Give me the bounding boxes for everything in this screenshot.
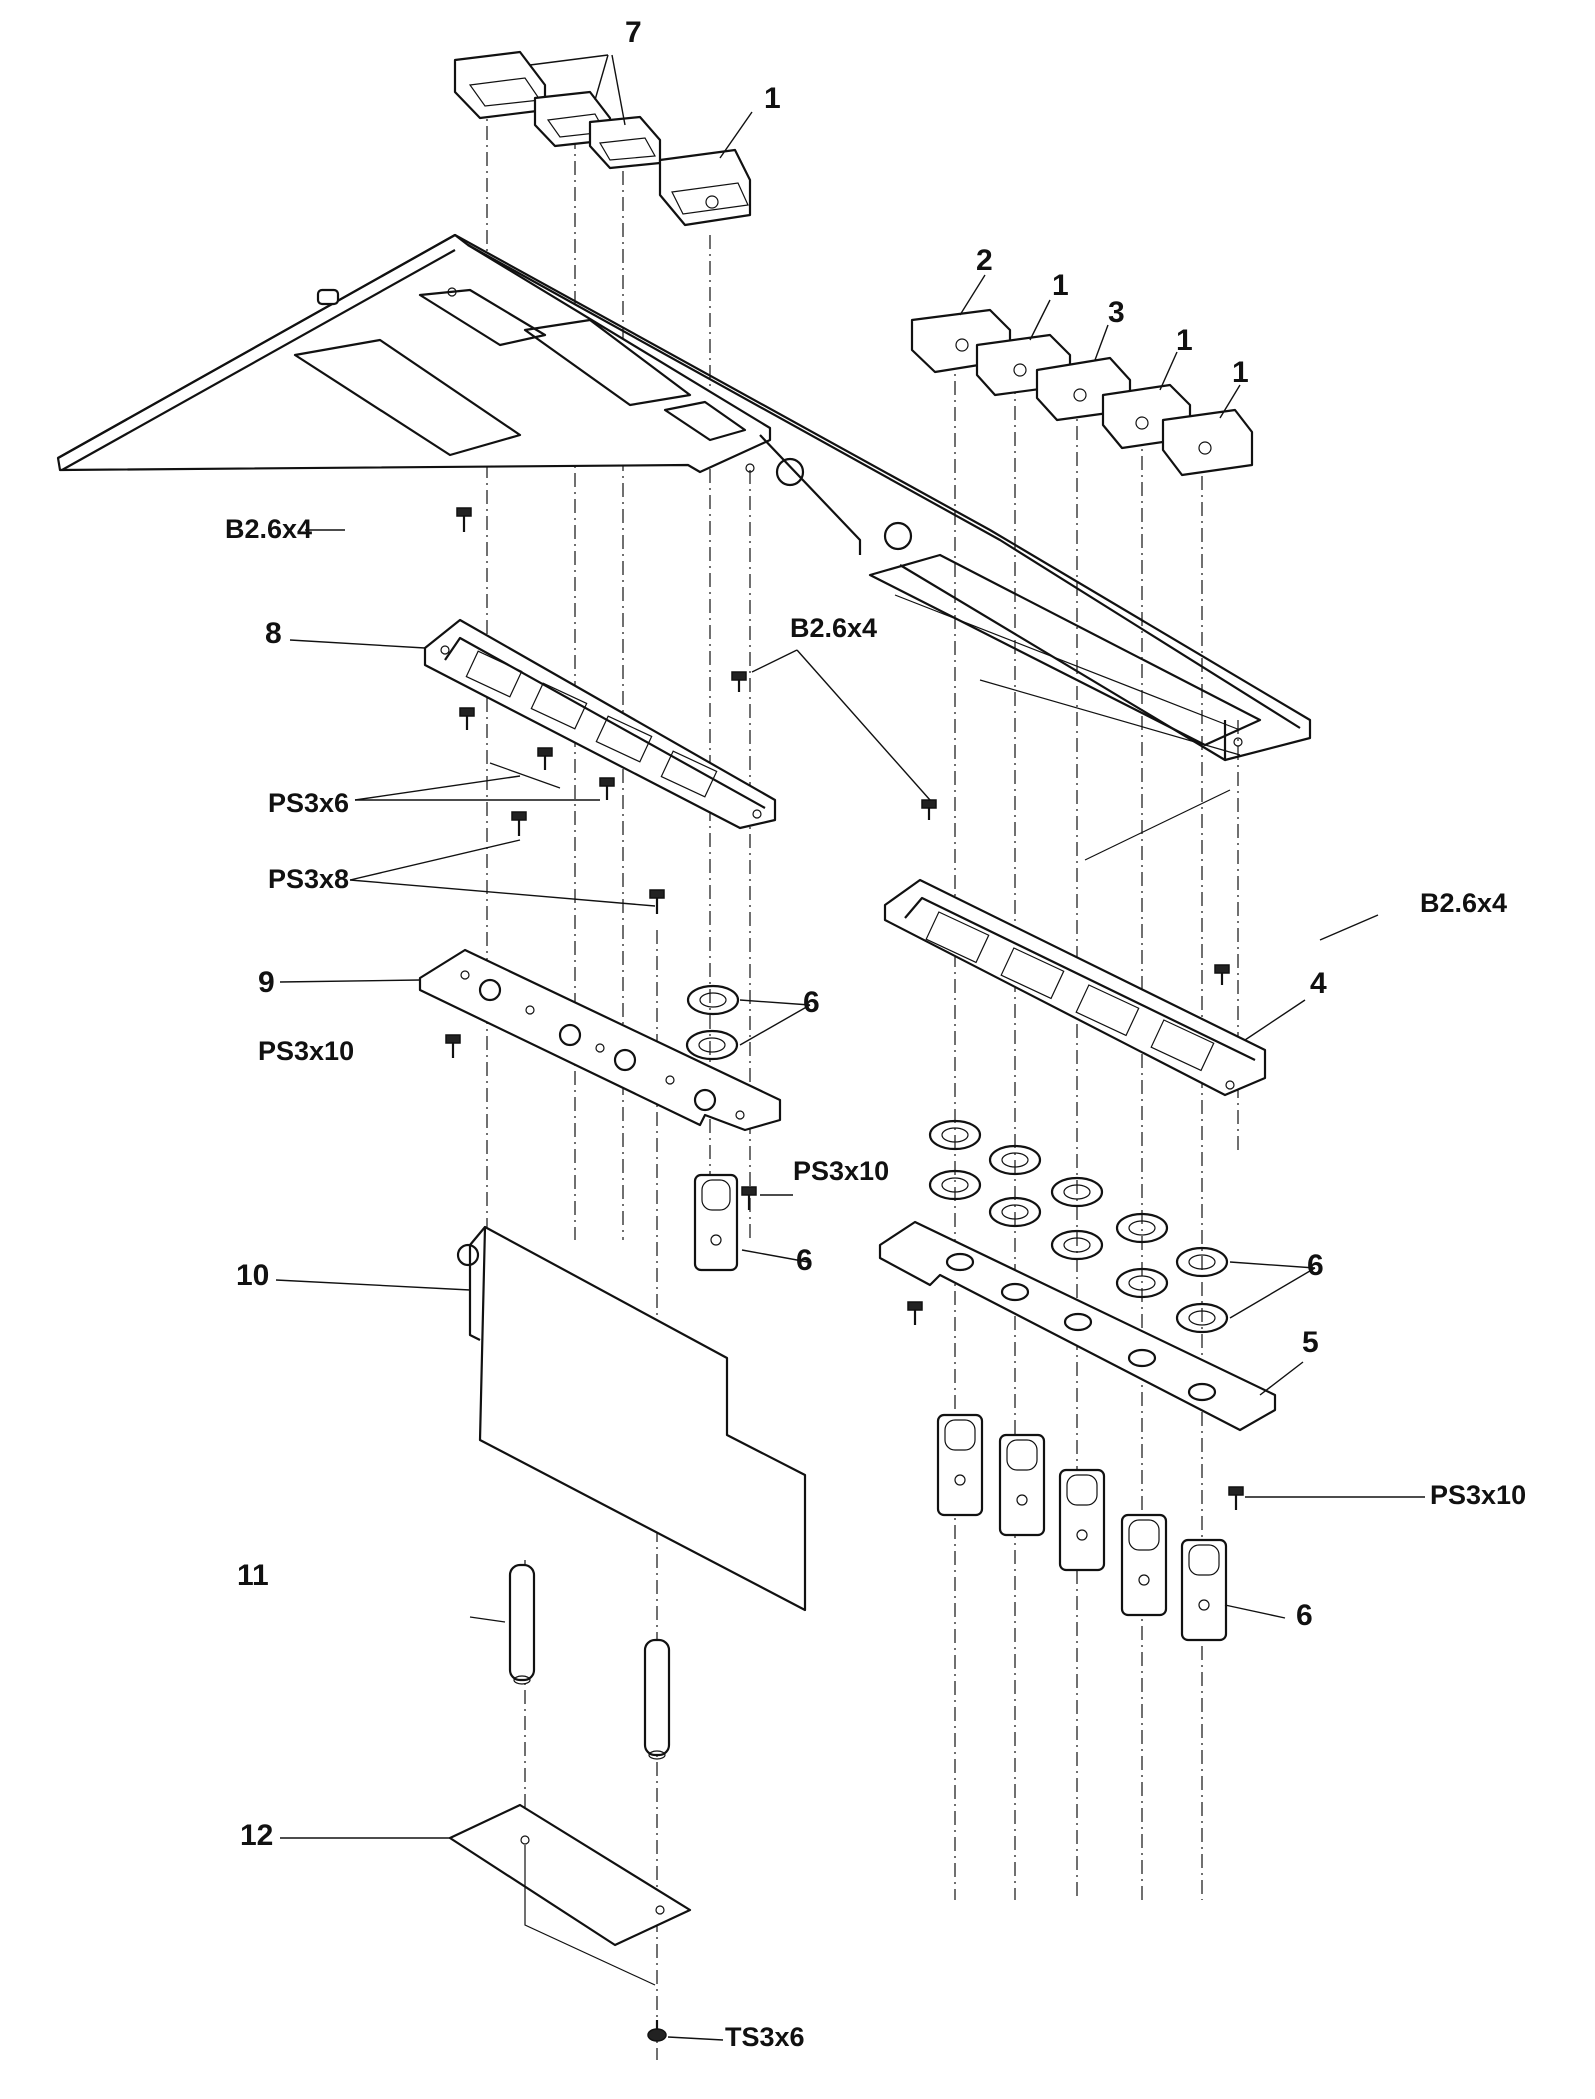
callout-3: 3 bbox=[1108, 296, 1125, 329]
plate-12 bbox=[448, 1803, 692, 1986]
callout-12: 12 bbox=[240, 1819, 273, 1852]
callout-6-switch-left: 6 bbox=[796, 1244, 813, 1277]
screw-a3 bbox=[599, 777, 615, 800]
screw-a2 bbox=[537, 747, 553, 770]
plate-5 bbox=[878, 1220, 1277, 1432]
plate-9 bbox=[418, 948, 782, 1132]
key-cap-1-top bbox=[658, 148, 752, 227]
callout-11: 11 bbox=[237, 1559, 269, 1592]
screw-labels: B2.6x4 B2.6x4 B2.6x4 PS3x6 PS3x8 PS3x10 … bbox=[225, 514, 1526, 2052]
standoffs-11 bbox=[508, 1563, 671, 1760]
callout-5: 5 bbox=[1302, 1326, 1319, 1359]
board-10 bbox=[456, 1225, 807, 1612]
callout-9: 9 bbox=[258, 966, 275, 999]
key-caps-top-group bbox=[453, 50, 752, 227]
screw-ps3x10-left bbox=[445, 1034, 461, 1058]
label-ps3x10-left: PS3x10 bbox=[258, 1036, 354, 1066]
label-ts3x6: TS3x6 bbox=[725, 2022, 805, 2052]
screw-ts3x6 bbox=[647, 2020, 667, 2042]
callout-1-row-a: 1 bbox=[1052, 269, 1069, 302]
label-b26x4-center: B2.6x4 bbox=[790, 613, 877, 643]
key-cap-7c bbox=[588, 115, 662, 170]
switch-6-left bbox=[693, 1173, 739, 1272]
screw-b26x4-center-a bbox=[731, 671, 747, 692]
label-b26x4-left: B2.6x4 bbox=[225, 514, 312, 544]
screw-ps3x10-right bbox=[1228, 1486, 1244, 1510]
callout-1-top: 1 bbox=[764, 82, 781, 115]
callout-6-washers-left: 6 bbox=[803, 986, 820, 1019]
label-ps3x10-right: PS3x10 bbox=[1430, 1480, 1526, 1510]
bracket-8 bbox=[423, 618, 777, 830]
washers-6-left bbox=[685, 984, 740, 1061]
key-caps-right-row bbox=[910, 308, 1254, 477]
leader-lines bbox=[275, 54, 1425, 2041]
callout-4: 4 bbox=[1310, 967, 1327, 1000]
key-cap-7a bbox=[453, 50, 547, 120]
label-ps3x10-center: PS3x10 bbox=[793, 1156, 889, 1186]
label-ps3x8: PS3x8 bbox=[268, 864, 349, 894]
screw-b26x4-left bbox=[456, 507, 472, 532]
callout-1-row-c: 1 bbox=[1232, 356, 1249, 389]
screw-b26x4-right bbox=[1214, 964, 1230, 985]
callout-6-switches-right: 6 bbox=[1296, 1599, 1313, 1632]
callout-2: 2 bbox=[976, 244, 993, 277]
screw-ps3x10-lower bbox=[907, 1301, 923, 1325]
label-b26x4-right: B2.6x4 bbox=[1420, 888, 1507, 918]
key-cap-1-row-c bbox=[1161, 408, 1254, 477]
callout-7: 7 bbox=[625, 16, 642, 49]
label-ps3x6: PS3x6 bbox=[268, 788, 349, 818]
bracket-4 bbox=[883, 878, 1267, 1097]
switches-6-right bbox=[936, 1413, 1228, 1642]
callout-6-washers-right: 6 bbox=[1307, 1249, 1324, 1282]
screw-b26x4-center-b bbox=[921, 799, 937, 820]
screws bbox=[445, 507, 1244, 2042]
washers-6-right bbox=[928, 1119, 1229, 1334]
screw-a5 bbox=[649, 889, 665, 914]
callouts: 7 1 2 1 3 1 1 8 9 6 6 10 11 12 4 6 5 6 bbox=[236, 16, 1327, 1852]
callout-10: 10 bbox=[236, 1259, 269, 1292]
callout-1-row-b: 1 bbox=[1176, 324, 1193, 357]
callout-8: 8 bbox=[265, 617, 282, 650]
screw-a4 bbox=[511, 811, 527, 836]
screw-ps3x10-center bbox=[741, 1186, 757, 1210]
screw-a1 bbox=[459, 707, 475, 730]
main-panel bbox=[56, 233, 1312, 861]
